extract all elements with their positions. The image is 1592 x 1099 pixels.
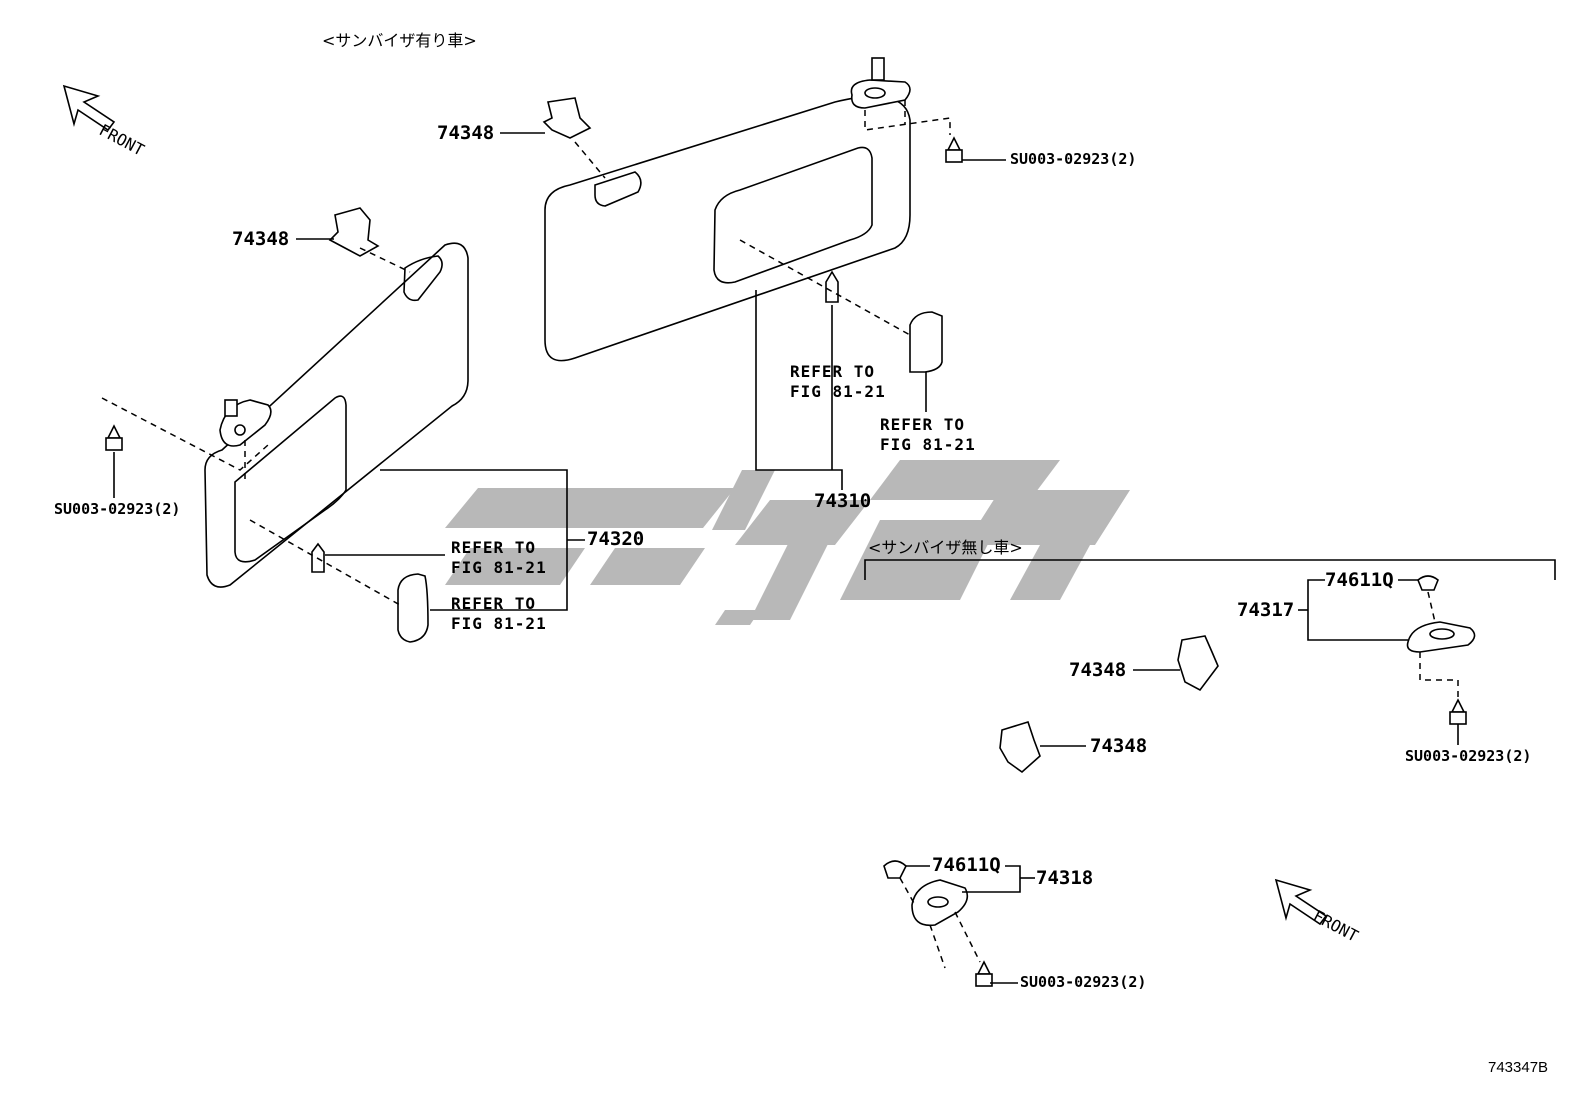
visor-clip-74348-b (542, 97, 592, 139)
refer-to-fig-note: REFER TO FIG 81-21 (790, 362, 886, 401)
holder-74317 (1406, 621, 1476, 653)
mirror-cover-left (397, 573, 429, 643)
part-number-74611q: 74611Q (932, 854, 1001, 876)
part-number-74348: 74348 (232, 228, 290, 250)
visor-clip-74348-c (1177, 635, 1219, 692)
refer-to-fig-note: REFER TO FIG 81-21 (451, 538, 547, 577)
screw-part-number: SU003-02923(2) (1405, 747, 1532, 765)
part-number-74318: 74318 (1036, 867, 1094, 889)
diagram-code: 743347B (1488, 1059, 1549, 1076)
watermark-logo (445, 460, 1130, 625)
screw-icon (975, 960, 993, 987)
screw-part-number: SU003-02923(2) (54, 500, 181, 518)
section-label-with-visor: <サンバイザ有り車> (322, 31, 477, 50)
refer-to-fig-note: REFER TO FIG 81-21 (880, 415, 976, 454)
screw-part-number: SU003-02923(2) (1020, 973, 1147, 991)
visor-clip-74348-a (328, 207, 380, 257)
part-number-74320: 74320 (587, 528, 645, 550)
visor-holder-left (219, 399, 272, 447)
part-number-74348: 74348 (437, 122, 495, 144)
screw-icon (1449, 698, 1467, 725)
dashed-leader-lines (101, 100, 1459, 969)
part-number-74348: 74348 (1090, 735, 1148, 757)
mirror-cover-right (909, 311, 943, 373)
sun-visor-right (544, 95, 911, 362)
section-bracket-no-visor (864, 559, 1556, 580)
screw-icon (945, 136, 963, 163)
part-number-74348: 74348 (1069, 659, 1127, 681)
section-label-without-visor: <サンバイザ無し車> (868, 538, 1023, 557)
front-arrow-icon (62, 84, 116, 132)
part-number-74611q: 74611Q (1325, 569, 1394, 591)
front-arrow-icon (1274, 878, 1328, 926)
vanity-lamp-right (825, 270, 839, 303)
holder-74318 (911, 879, 969, 927)
visor-holder-right (850, 57, 911, 109)
screw-icon (105, 424, 123, 451)
part-number-74317: 74317 (1237, 599, 1295, 621)
part-number-74310: 74310 (814, 490, 872, 512)
screw-part-number: SU003-02923(2) (1010, 150, 1137, 168)
refer-to-fig-note: REFER TO FIG 81-21 (451, 594, 547, 633)
leader-lines (113, 132, 1459, 984)
visor-clip-74348-d (999, 721, 1041, 774)
cap-74611q-b (883, 860, 907, 879)
sun-visor-left (204, 242, 469, 588)
cap-74611q-a (1417, 575, 1439, 591)
